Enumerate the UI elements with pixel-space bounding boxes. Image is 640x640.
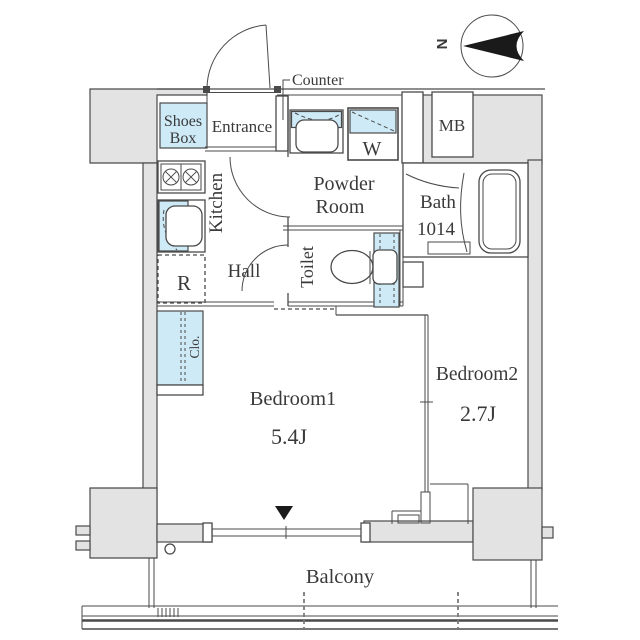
step-bar (420, 491, 431, 524)
bath-label-1: Bath (420, 192, 456, 213)
compass-north-label: N (434, 39, 451, 50)
shoes-box-label-1: Shoes (164, 113, 202, 130)
entrance-label: Entrance (212, 117, 272, 136)
fridge-label: R (177, 271, 191, 295)
wall-tab-right (541, 526, 554, 539)
bedroom2: Bedroom2 2.7J (391, 315, 518, 524)
meter-box-cabinet (431, 91, 474, 158)
powder-door-arc (229, 156, 291, 218)
balcony-drain-pipe (164, 543, 176, 555)
toilet-duct-box (402, 261, 424, 288)
wall-bottom-right-segment (363, 520, 474, 543)
basin-dashed-curve (294, 112, 341, 121)
entrance-door (203, 24, 281, 93)
counter-leader-line (282, 79, 290, 120)
toilet-bowl (330, 249, 374, 285)
counter-label: Counter (292, 72, 344, 89)
bedroom2-size-label: 2.7J (460, 401, 497, 426)
balcony-sliding-window (202, 522, 371, 543)
entrance-door-leaf (265, 24, 271, 89)
bath-door-curve (405, 173, 460, 189)
sink-dashed-curve (162, 209, 178, 251)
stove-burner-left-cross (164, 170, 178, 184)
entrance-door-jamb-left (203, 86, 210, 93)
window-jamb-right (360, 522, 371, 543)
washer-label: W (363, 138, 382, 160)
balcony-drain-hatch (157, 608, 179, 617)
toilet-room: Toilet (241, 230, 424, 308)
toilet-door-arc (241, 244, 289, 292)
bath-step (427, 241, 471, 255)
powder-room: Powder Room W (229, 95, 403, 231)
closet: Clo. (156, 310, 204, 396)
window-jamb-left (202, 522, 213, 543)
closet-bottom-strip (156, 384, 204, 396)
closet-label: Clo. (187, 336, 202, 359)
toilet-tank (372, 249, 398, 285)
sink-bowl (165, 205, 203, 247)
wall-tab-left-2 (75, 540, 91, 551)
stove (157, 160, 206, 194)
stove-burner-right-icon (182, 168, 200, 186)
bathtub-inner (482, 173, 517, 250)
entrance: Entrance (205, 95, 283, 152)
bathroom: Bath 1014 (402, 162, 529, 258)
meter-box: MB (401, 91, 474, 164)
stove-burner-right-cross (184, 170, 198, 184)
toilet-label: Toilet (297, 246, 317, 288)
compass-circle (460, 14, 524, 78)
bedroom1-label: Bedroom1 (250, 388, 337, 410)
kitchen-label: Kitchen (206, 172, 227, 233)
counter-cabinet (275, 95, 289, 152)
shoes-box-label-2: Box (170, 130, 197, 147)
entrance-door-jamb-right (274, 86, 281, 93)
balcony-label: Balcony (306, 566, 375, 588)
hall: Hall (157, 261, 428, 316)
powder-room-label-1: Powder (313, 173, 374, 195)
compass: N (434, 14, 524, 78)
wall-bottom-left-column (89, 487, 158, 559)
north-arrow-icon (463, 31, 524, 61)
bedroom2-step-detail (391, 483, 469, 524)
fridge-space (157, 254, 206, 304)
washer-dash-diagonal (351, 111, 395, 132)
bath-partition-curve (460, 172, 468, 253)
wash-basin (289, 109, 344, 154)
shoes-box: Shoes Box (159, 102, 208, 149)
counter: Counter (275, 72, 344, 152)
hall-label: Hall (228, 261, 261, 282)
basin-bowl (295, 119, 339, 153)
pipe-space (401, 91, 424, 164)
bedroom2-label: Bedroom2 (436, 364, 518, 385)
bathtub-outer (478, 169, 521, 254)
walls (75, 88, 554, 561)
powder-room-label-2: Room (316, 196, 365, 218)
wall-lines (157, 88, 545, 96)
bath-label-2: 1014 (417, 219, 456, 240)
bedroom1: Bedroom1 5.4J (202, 388, 371, 543)
shoes-box-cabinet (159, 102, 208, 149)
wall-right (527, 159, 543, 491)
stove-burner-left-icon (162, 168, 180, 186)
wall-tab-left-1 (75, 525, 91, 536)
balcony: Balcony (81, 543, 558, 630)
bedroom1-size-label: 5.4J (271, 424, 308, 449)
kitchen: R Kitchen (157, 160, 227, 304)
kitchen-sink (157, 199, 206, 253)
washing-machine: W (347, 107, 399, 161)
meter-box-label: MB (439, 116, 465, 135)
wall-left (142, 162, 158, 528)
entrance-door-arc (206, 24, 267, 89)
wall-bottom-right-column (472, 487, 543, 561)
step-box (397, 514, 420, 524)
stove-burner-frame-right (180, 163, 202, 191)
closet-body (156, 310, 204, 386)
view-direction-marker (275, 506, 293, 520)
